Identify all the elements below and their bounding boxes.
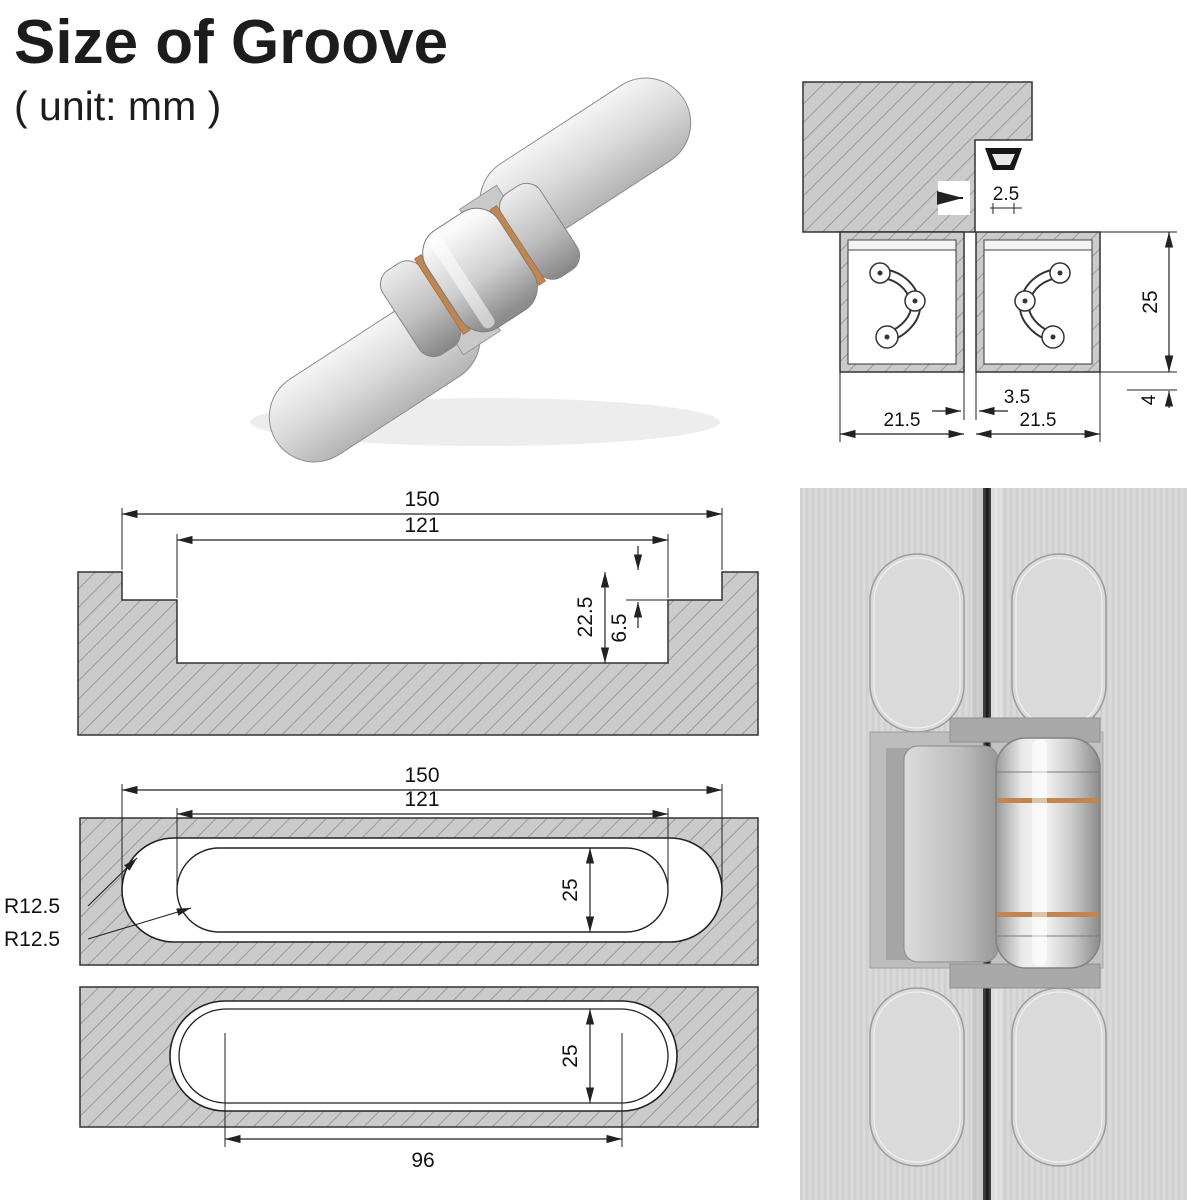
- barrel-highlight: [429, 235, 495, 329]
- cross-section-diagram: 2.5 25: [802, 81, 1177, 442]
- center-barrel: [422, 207, 538, 333]
- left-pocket-cavity: [847, 239, 957, 365]
- right-hinge-plate-section: [983, 239, 1093, 251]
- dim-label-slot-width: 2.5: [993, 184, 1019, 205]
- groove-profile-block: [77, 571, 759, 736]
- flush-plate-top-left: [869, 553, 965, 733]
- flush-plate-bottom-left: [869, 987, 965, 1167]
- end-groove-diagram: 25 96: [79, 986, 759, 1172]
- dim-label-radius-outer: R12.5: [4, 895, 60, 918]
- frame-block: [802, 81, 1033, 233]
- unit-label: ( unit: mm ): [14, 83, 222, 130]
- dim-label-straight-length: 96: [411, 1149, 434, 1172]
- right-pocket-cavity: [983, 239, 1093, 365]
- dim-label-face-outer-width: 150: [404, 764, 439, 787]
- left-linkage-section: [869, 262, 926, 349]
- left-arm: [903, 745, 999, 963]
- dim-label-right-pocket: 21.5: [1020, 410, 1057, 431]
- dim-label-gap: 3.5: [1004, 387, 1030, 408]
- header: Size of Groove ( unit: mm ): [14, 10, 448, 130]
- flush-plate-bottom-right: [1011, 987, 1107, 1167]
- dim-label-total-depth: 22.5: [574, 597, 597, 638]
- hinge-body: [268, 77, 692, 463]
- face-groove-diagram: 150 121 25 R12.5 R12.5: [4, 764, 759, 966]
- installed-barrel-highlight: [1032, 740, 1047, 966]
- dim-label-end-height: 25: [559, 1044, 582, 1067]
- copper-band-lower: [997, 912, 1099, 917]
- dim-label-inner-width: 121: [404, 514, 439, 537]
- left-hinge-plate-section: [847, 239, 957, 251]
- copper-band-upper: [997, 798, 1099, 803]
- dim-label-radius-inner: R12.5: [4, 928, 60, 951]
- dim-label-step-depth: 6.5: [608, 613, 631, 642]
- flush-plate-top-right: [1011, 553, 1107, 733]
- installed-hinge-photo: [800, 488, 1187, 1200]
- dim-label-face-inner-width: 121: [404, 788, 439, 811]
- dim-label-outer-width: 150: [404, 488, 439, 511]
- dim-label-face-height: 25: [559, 878, 582, 901]
- installed-barrel: [995, 737, 1101, 969]
- dim-label-bottom-offset: 4: [1139, 394, 1160, 405]
- right-linkage-section: [1014, 262, 1071, 349]
- page-title: Size of Groove: [14, 8, 449, 77]
- inner-groove-outline: [176, 847, 669, 933]
- seal-profile-inner: [992, 154, 1015, 165]
- end-inner-outline: [178, 1008, 669, 1104]
- hinge-product-photo: [250, 77, 720, 463]
- dim-label-left-pocket: 21.5: [884, 410, 921, 431]
- side-profile-diagram: 150 121 22.5 6.5: [77, 488, 759, 736]
- dim-label-depth: 25: [1139, 290, 1162, 313]
